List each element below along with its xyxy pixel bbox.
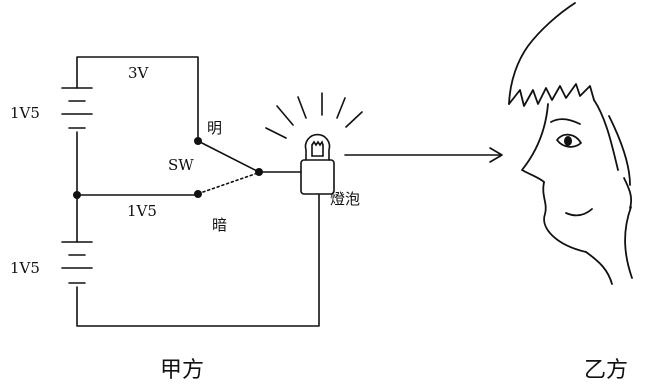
battery-upper-label: 1V5 [10,104,40,122]
switch [194,137,302,198]
junction-dot [73,191,81,199]
top-voltage-label: 3V [128,64,150,82]
dim-contact [194,190,202,198]
switch-label: SW [168,156,194,174]
circuit-wires [76,56,320,327]
switch-arm [197,140,260,173]
mid-voltage-label: 1V5 [127,202,157,220]
light-bulb-icon [265,92,363,195]
bright-label: 明 [207,119,222,137]
observer-face-icon [508,2,633,285]
sender-caption: 甲方 [160,358,204,383]
switch-dim-path [202,173,256,193]
battery-lower [61,241,93,284]
receiver-caption: 乙方 [584,358,628,383]
light-arrow [344,147,503,163]
battery-upper [61,87,93,129]
battery-lower-label: 1V5 [10,259,40,277]
dim-label: 暗 [212,216,227,234]
bulb-label: 燈泡 [330,190,360,208]
